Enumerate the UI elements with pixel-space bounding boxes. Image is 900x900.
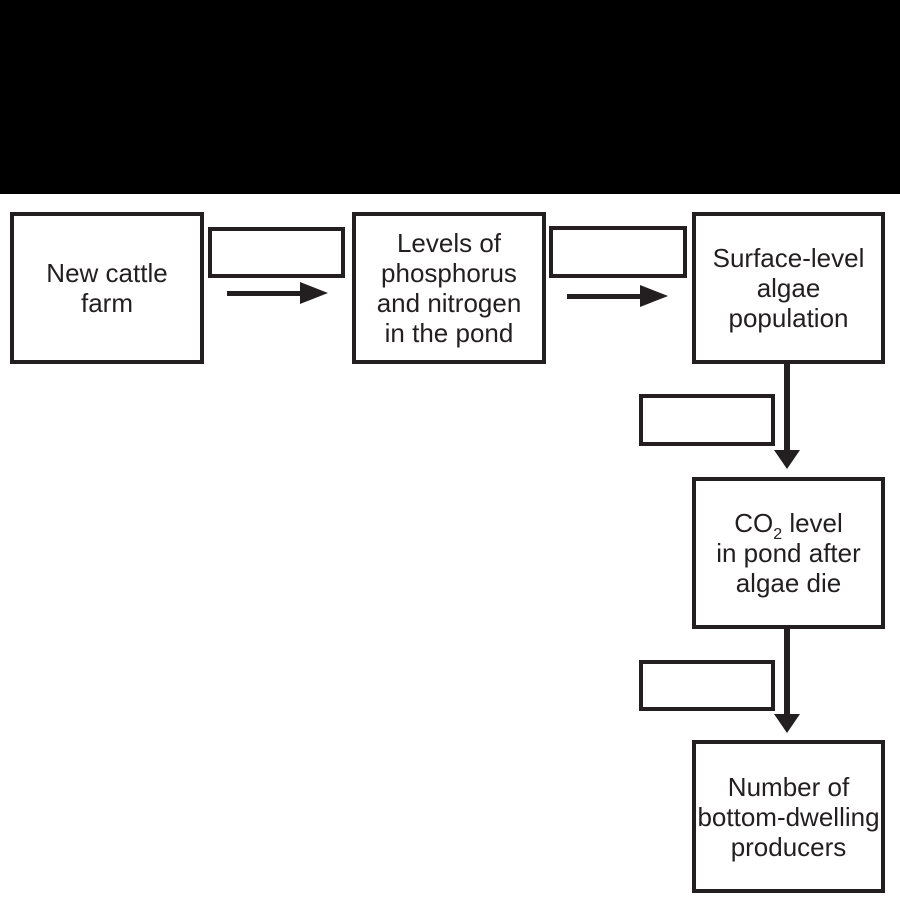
- node-text-line: algae: [756, 273, 821, 303]
- co2-subscript: 2: [773, 526, 783, 543]
- answer-box-1[interactable]: [208, 227, 345, 278]
- node-new-cattle-farm: New cattle farm: [10, 212, 204, 364]
- node-text-line: farm: [81, 288, 133, 318]
- node-bottom-dwelling-producers: Number of bottom-dwelling producers: [692, 740, 885, 893]
- node-co2-level: CO2 level in pond after algae die: [692, 477, 885, 629]
- node-text-line: New cattle: [46, 258, 168, 288]
- arrow-shaft: [227, 291, 300, 296]
- node-text-line: algae die: [735, 568, 842, 598]
- node-text-line: producers: [730, 831, 847, 862]
- node-text-line: CO2 level: [734, 508, 843, 543]
- node-text-line: bottom-dwelling: [697, 801, 880, 832]
- co2-prefix: CO: [734, 508, 774, 538]
- answer-box-4[interactable]: [639, 660, 775, 711]
- node-text-line: in the pond: [384, 318, 514, 348]
- arrow-head-right-icon: [640, 285, 668, 307]
- co2-suffix: level: [782, 508, 843, 538]
- node-text-line: population: [728, 303, 849, 333]
- arrow-shaft: [784, 629, 790, 714]
- arrow-shaft: [784, 364, 790, 450]
- top-black-bar: [0, 0, 900, 194]
- node-text-line: phosphorus: [381, 258, 517, 288]
- arrow-head-right-icon: [300, 282, 328, 304]
- node-phosphorus-nitrogen-levels: Levels of phosphorus and nitrogen in the…: [352, 212, 546, 364]
- node-text-line: Number of: [727, 771, 850, 802]
- arrow-head-down-icon: [774, 714, 800, 733]
- node-text-line: Surface-level: [712, 243, 865, 273]
- answer-box-3[interactable]: [639, 394, 775, 446]
- arrow-shaft: [567, 294, 640, 299]
- node-text-line: Levels of: [396, 228, 502, 258]
- arrow-head-down-icon: [774, 450, 800, 469]
- node-surface-algae-population: Surface-level algae population: [692, 212, 885, 364]
- node-text-line: in pond after: [716, 538, 861, 568]
- node-text-line: and nitrogen: [376, 288, 522, 318]
- answer-box-2[interactable]: [549, 226, 687, 278]
